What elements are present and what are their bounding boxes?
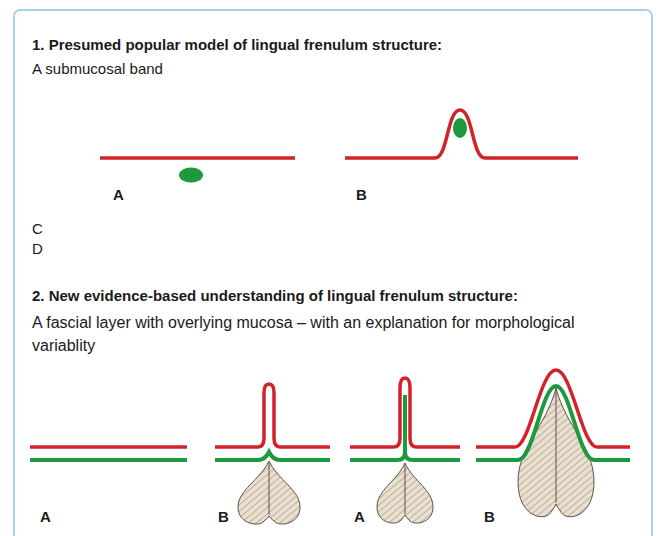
submucosal-band [179, 168, 203, 183]
panel-letter: A [40, 508, 51, 525]
genioglossus-muscle [238, 461, 300, 524]
fascia-fold [476, 386, 630, 460]
muscle-midline [556, 390, 557, 503]
fascia-line [215, 452, 330, 460]
panel-letter: A [113, 186, 124, 203]
label: C [32, 220, 43, 237]
mucosa-fold [350, 378, 460, 447]
muscle-midline [269, 463, 270, 515]
genioglossus-muscle [377, 463, 433, 523]
fascia-fold [350, 395, 460, 460]
panel-letter: B [356, 186, 367, 203]
panel-letter: B [484, 508, 495, 525]
mucosa-fold [215, 384, 330, 447]
section-heading: 2. New evidence-based understanding of l… [32, 287, 518, 304]
mucosa-line [30, 445, 187, 449]
mucosa-line [100, 156, 295, 160]
section-subtitle: A fascial layer with overlying mucosa – … [32, 311, 632, 357]
submucosal-band [453, 118, 467, 138]
mucosa-fold [476, 370, 630, 447]
section-subtitle: A submucosal band [32, 60, 163, 77]
muscle-midline [405, 465, 406, 514]
label: D [32, 240, 43, 257]
panel-letter: B [218, 508, 229, 525]
mucosa-fold [345, 110, 578, 158]
panel-border [14, 10, 652, 536]
panel-letter: A [354, 508, 365, 525]
genioglossus-muscle [518, 388, 594, 517]
section-heading: 1. Presumed popular model of lingual fre… [32, 36, 442, 53]
fascia-line [30, 458, 187, 462]
